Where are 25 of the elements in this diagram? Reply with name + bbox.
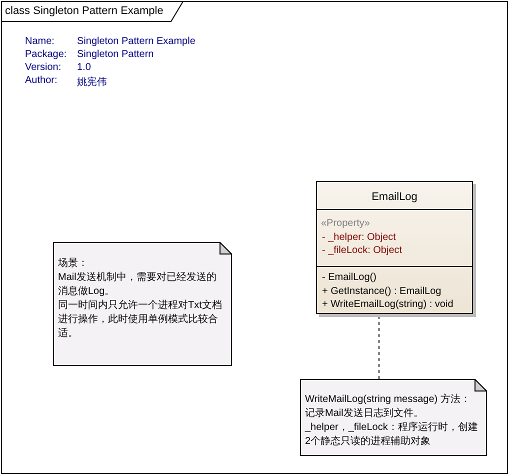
note-text: 同一时间内只允许一个进程对Txt文档进行操作，此时使用单例模式比较合适。 xyxy=(58,299,223,341)
operation-text: + GetInstance() : EmailLog xyxy=(322,286,442,298)
stereotype-label: «Property» xyxy=(321,218,370,230)
operation-text: + WriteEmailLog(string) : void xyxy=(322,299,454,311)
metadata-value: Singleton Pattern xyxy=(77,49,154,60)
note-text: _helper，_fileLock：程序运行时，创建2个静态只读的进程辅助对象 xyxy=(305,421,478,449)
metadata-key: Author: xyxy=(25,75,58,86)
operation-text: - EmailLog() xyxy=(322,272,376,284)
note-box xyxy=(53,242,232,366)
class-name: EmailLog xyxy=(370,191,418,203)
metadata-value: Singleton Pattern Example xyxy=(77,36,196,47)
metadata-key: Package: xyxy=(25,49,67,60)
metadata-value: 姚宪伟 xyxy=(77,76,107,89)
note-box xyxy=(300,379,487,456)
note-text: 场景： xyxy=(58,257,89,271)
note-text: WriteMailLog(string message) 方法： xyxy=(305,393,472,407)
frame-title: class Singleton Pattern Example xyxy=(5,5,164,17)
note-text: 记录Mail发送日志到文件。 xyxy=(305,407,424,421)
metadata-key: Name: xyxy=(25,36,54,47)
metadata-key: Version: xyxy=(25,62,62,73)
class-box xyxy=(316,181,473,314)
attribute-text: - _fileLock: Object xyxy=(322,245,402,257)
note-text: Mail发送机制中，需要对已经发送的消息做Log。 xyxy=(58,271,218,299)
attribute-text: - _helper: Object xyxy=(322,232,396,244)
metadata-value: 1.0 xyxy=(77,62,91,73)
